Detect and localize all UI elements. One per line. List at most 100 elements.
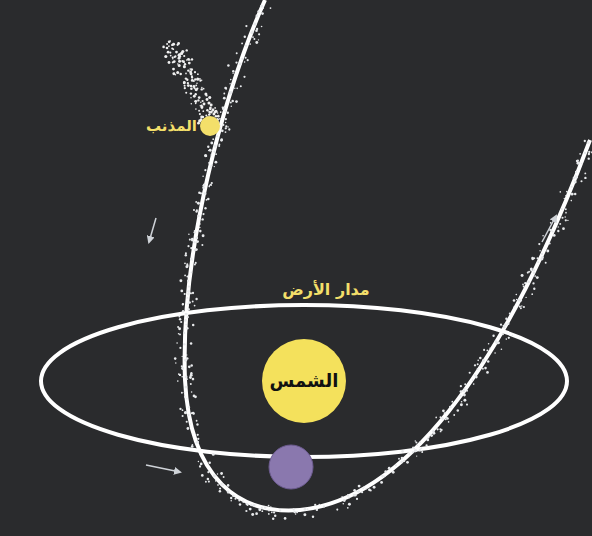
dust-particle [573, 177, 576, 180]
dust-particle [488, 343, 490, 345]
dust-particle [215, 480, 217, 482]
dust-particle [469, 372, 471, 374]
dust-particle [584, 140, 586, 142]
dust-particle [188, 301, 191, 304]
dust-particle [195, 84, 197, 86]
dust-particle [527, 280, 530, 283]
dust-particle [194, 241, 196, 243]
dust-particle [208, 162, 210, 164]
dust-particle [209, 96, 211, 98]
dust-particle [214, 110, 217, 113]
dust-particle [179, 347, 181, 349]
dust-particle [199, 223, 200, 224]
dust-particle [187, 290, 190, 293]
label-text: المذنب [146, 117, 197, 135]
dust-particle [183, 65, 186, 68]
dust-particle [380, 481, 383, 484]
dust-particle [184, 293, 186, 295]
dust-particle [523, 306, 525, 308]
dust-particle [207, 101, 210, 104]
dust-particle [187, 414, 190, 417]
dust-particle [539, 250, 540, 251]
dust-particle [193, 395, 196, 398]
dust-particle [354, 494, 357, 497]
dust-particle [451, 401, 453, 403]
dust-particle [562, 227, 565, 230]
dust-particle [209, 108, 212, 111]
label-text: الشمس [270, 370, 339, 391]
dust-particle [534, 275, 536, 277]
dust-particle [182, 356, 183, 357]
dust-particle [400, 461, 403, 464]
dust-particle [180, 52, 183, 55]
dust-particle [178, 327, 181, 330]
dust-particle [348, 503, 351, 506]
dust-particle [525, 297, 526, 298]
dust-particle [179, 374, 181, 376]
dust-particle [203, 183, 206, 186]
dust-particle [419, 449, 422, 452]
dust-particle [318, 504, 320, 506]
dust-particle [210, 167, 212, 169]
dust-particle [184, 87, 186, 89]
dust-particle [264, 506, 266, 508]
dust-particle [190, 92, 192, 94]
dust-particle [172, 43, 175, 46]
dust-particle [216, 135, 218, 137]
dust-particle [225, 127, 227, 129]
dust-particle [223, 97, 226, 100]
dust-particle [207, 146, 209, 148]
dust-particle [197, 215, 199, 217]
dust-particle [188, 234, 190, 236]
dust-particle [185, 375, 188, 378]
dust-particle [217, 112, 219, 114]
dust-particle [197, 438, 199, 440]
dust-particle [191, 271, 193, 273]
dust-particle [199, 227, 201, 229]
dust-particle [523, 286, 525, 288]
dust-particle [187, 82, 189, 84]
dust-particle [347, 494, 349, 496]
dust-particle [241, 58, 243, 60]
dust-particle [195, 100, 198, 103]
dust-particle [489, 347, 491, 349]
dust-particle [175, 51, 178, 54]
dust-particle [406, 461, 409, 464]
dust-particle [365, 488, 367, 490]
dust-particle [185, 252, 187, 254]
dust-particle [284, 517, 287, 520]
dust-particle [234, 498, 236, 500]
dust-particle [492, 335, 494, 337]
dust-particle [212, 138, 214, 140]
dust-particle [196, 423, 198, 425]
dust-particle [208, 481, 210, 483]
dust-particle [186, 421, 188, 423]
dust-particle [167, 51, 170, 54]
dust-particle [186, 59, 188, 61]
dust-particle [581, 163, 583, 165]
dust-particle [168, 61, 171, 64]
dust-particle [194, 71, 196, 73]
dust-particle [561, 208, 563, 210]
dust-particle [220, 472, 223, 475]
dust-particle [170, 55, 172, 57]
dust-particle [193, 413, 195, 415]
dust-particle [546, 250, 549, 253]
dust-particle [172, 58, 174, 60]
dust-particle [303, 513, 306, 516]
dust-particle [354, 490, 356, 492]
dust-particle [417, 444, 419, 446]
dust-particle [182, 310, 184, 312]
dust-particle [515, 294, 517, 296]
dust-particle [187, 84, 190, 87]
dust-particle [565, 219, 567, 221]
dust-particle [252, 36, 254, 38]
dust-particle [440, 429, 442, 431]
dust-particle [479, 365, 481, 367]
dust-particle [183, 332, 185, 334]
dust-particle [178, 315, 180, 317]
dust-particle [190, 87, 193, 90]
dust-particle [218, 145, 220, 147]
dust-particle [210, 142, 213, 145]
dust-particle [255, 512, 258, 515]
